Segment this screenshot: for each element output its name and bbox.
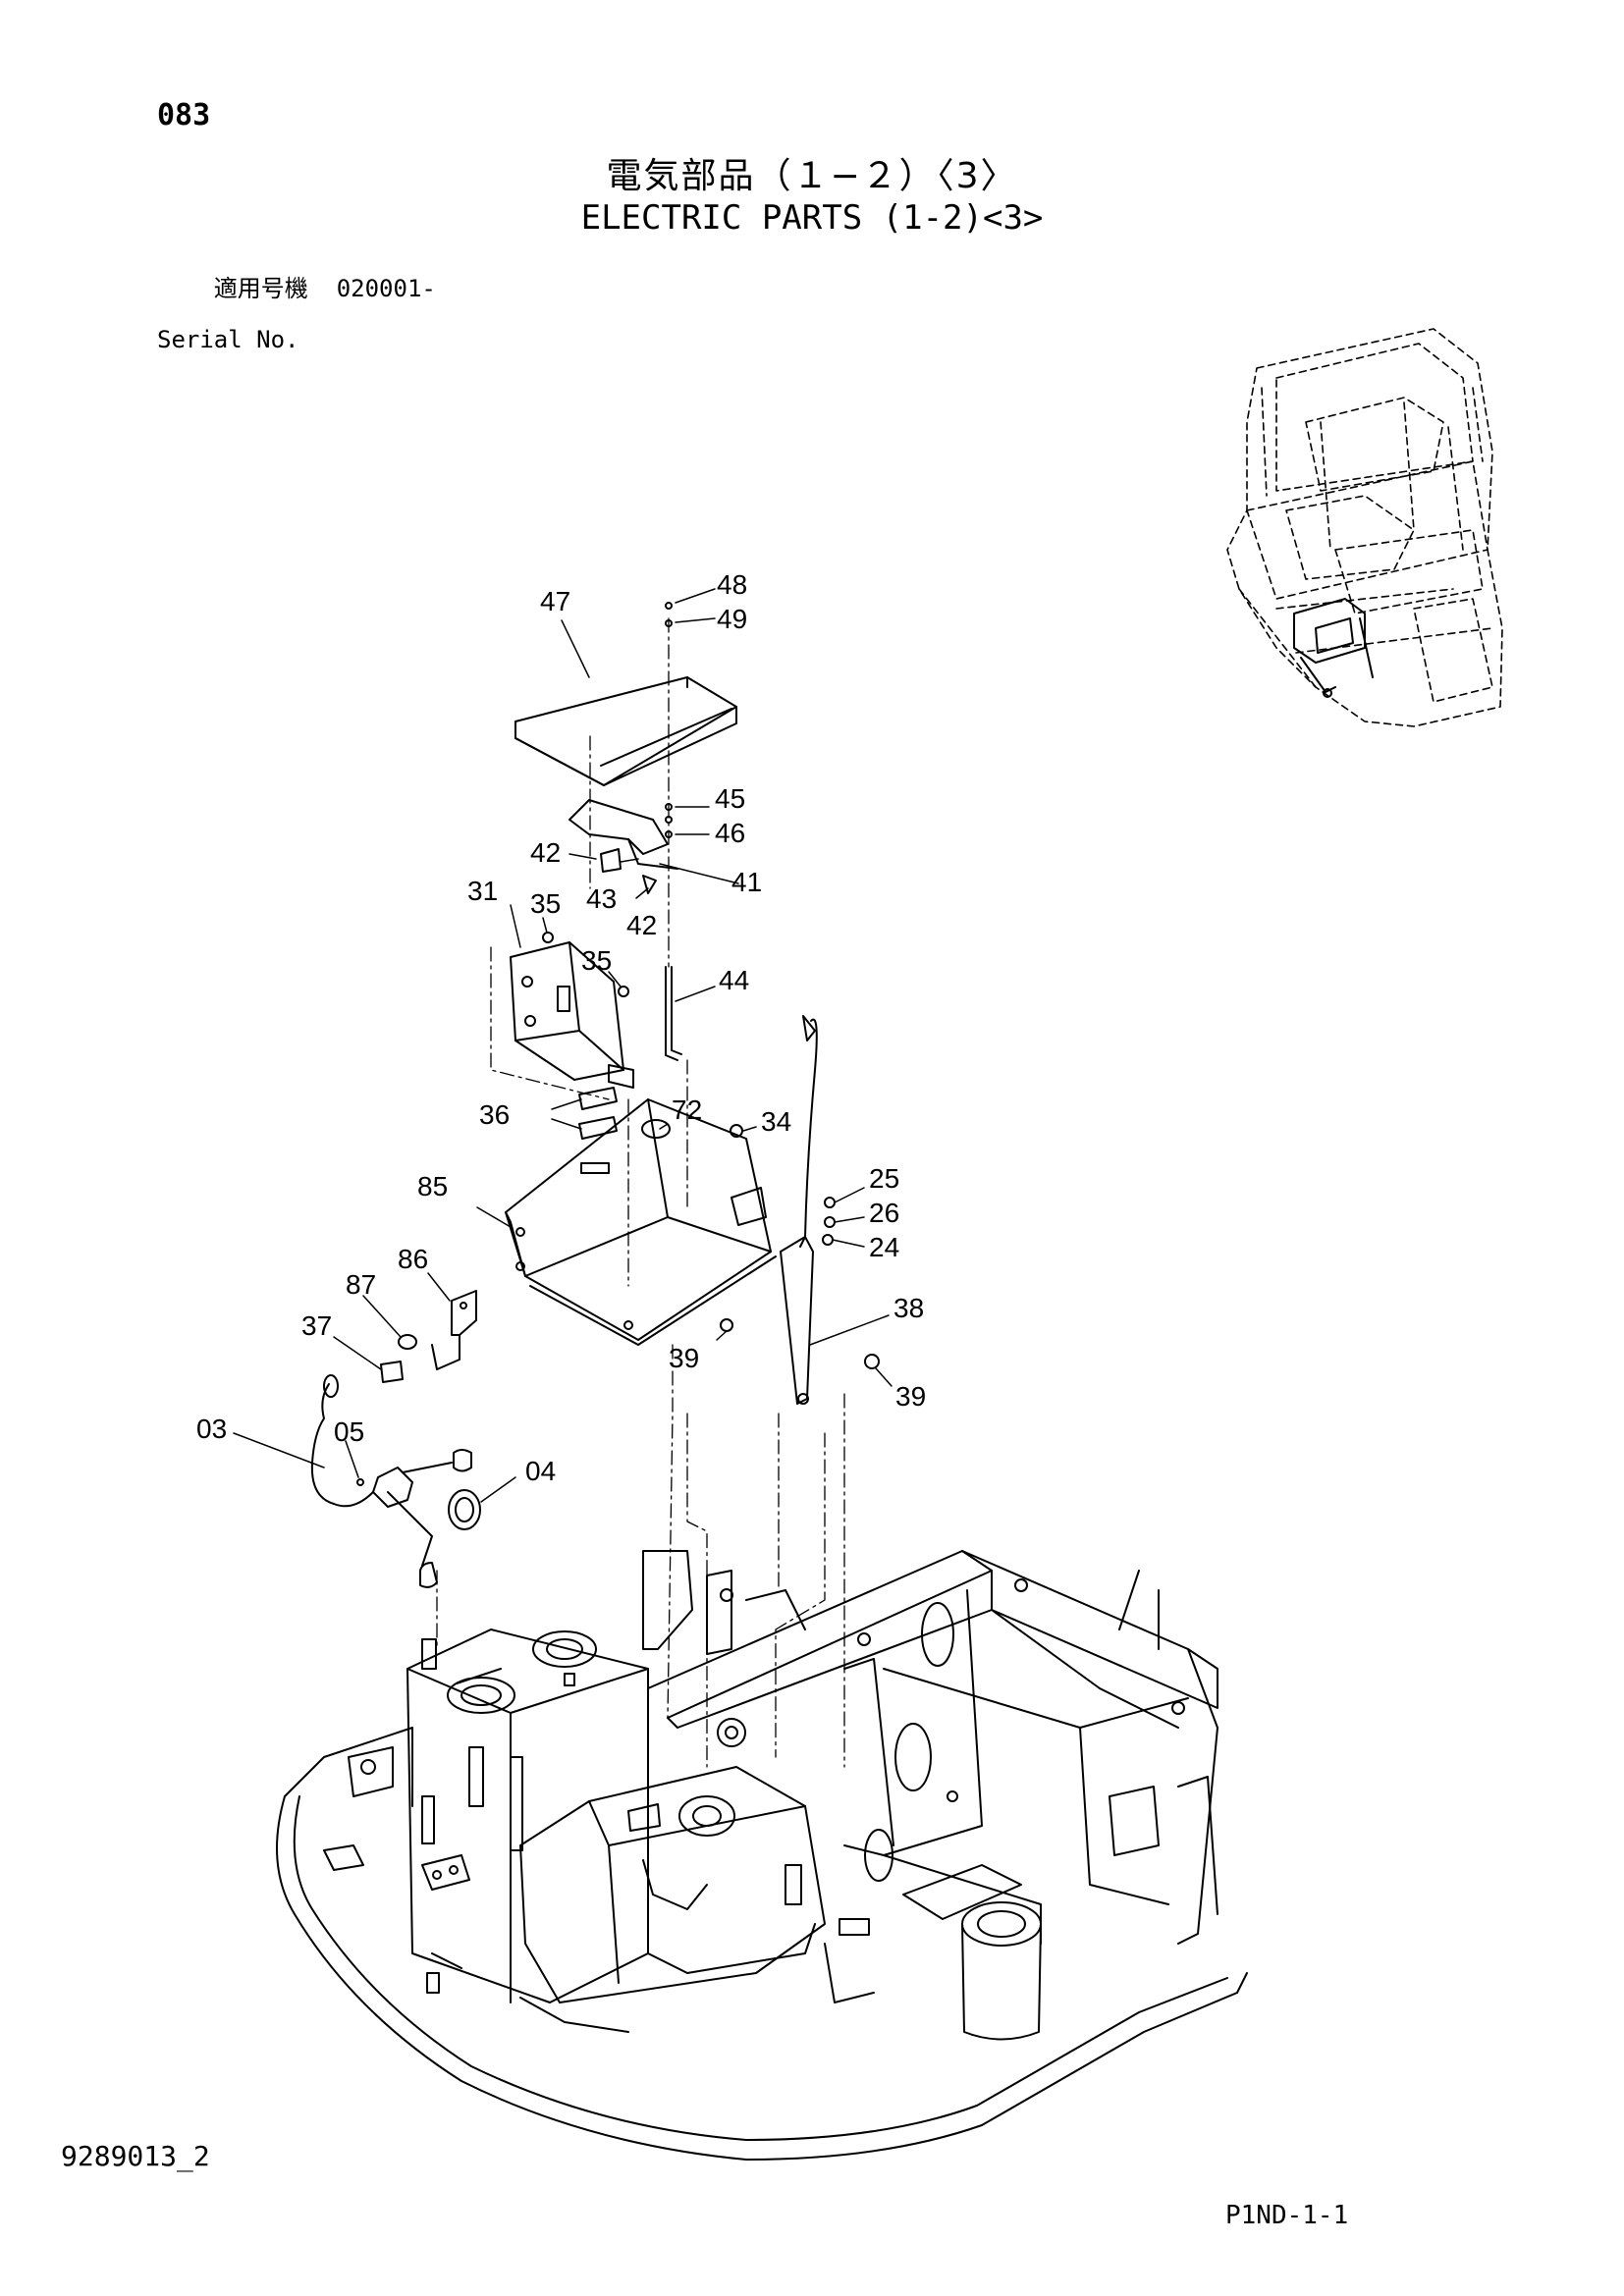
- callout-31: 31: [467, 876, 498, 906]
- callout-72: 72: [672, 1095, 702, 1125]
- callout-48: 48: [717, 569, 747, 600]
- assembly-centerlines: [436, 617, 845, 1768]
- callout-42-upper: 42: [530, 837, 561, 868]
- callout-46: 46: [715, 818, 745, 848]
- part-38-cable: [780, 1015, 818, 1405]
- title-japanese: 電気部品（１−２）〈3〉: [606, 156, 1018, 196]
- callout-85: 85: [417, 1171, 448, 1201]
- callout-labels: 48 49 47 45 46 42 43 41 42 31 35 35 44 7…: [196, 569, 926, 1486]
- callout-03: 03: [196, 1414, 227, 1444]
- callout-39-left: 39: [669, 1343, 699, 1373]
- machine-upper-frame: [276, 1550, 1248, 2161]
- callout-05: 05: [334, 1416, 364, 1447]
- callout-39-right: 39: [895, 1381, 926, 1412]
- part-44-rod: [665, 966, 682, 1061]
- part-86-bracket: [431, 1290, 477, 1370]
- part-87-nut: [398, 1334, 417, 1350]
- serial-row: 適用号機 020001-: [157, 250, 436, 327]
- part-37-block: [380, 1361, 404, 1383]
- machine-location-inset: [1226, 328, 1503, 727]
- callout-47: 47: [540, 586, 570, 616]
- title-english: ELECTRIC PARTS (1-2)<3>: [580, 198, 1044, 238]
- callout-49: 49: [717, 604, 747, 634]
- part-36-pads: [578, 1087, 618, 1140]
- callout-38: 38: [893, 1293, 924, 1323]
- serial-number-block: 適用号機 020001- Serial No.: [157, 250, 436, 352]
- callout-24: 24: [869, 1232, 899, 1262]
- callout-86: 86: [398, 1244, 428, 1274]
- part-31-bracket: [510, 941, 634, 1089]
- document-id: 9289013_2: [61, 2140, 210, 2172]
- callout-87: 87: [346, 1269, 376, 1300]
- part-85-tray: [505, 1098, 777, 1346]
- callout-25: 25: [869, 1163, 899, 1194]
- callout-leaders: [233, 588, 893, 1503]
- serial-label-jp: 適用号機: [213, 275, 308, 302]
- page-code: P1ND-1-1: [1225, 2201, 1349, 2230]
- parts-24-26-nuts: [822, 1197, 836, 1246]
- serial-label-en: Serial No.: [157, 326, 299, 353]
- callout-35-upper: 35: [530, 888, 561, 919]
- callout-42-lower: 42: [626, 910, 657, 940]
- part-05-washer: [356, 1478, 364, 1486]
- serial-value: 020001-: [336, 275, 436, 302]
- callout-44: 44: [719, 965, 749, 995]
- callout-41: 41: [731, 867, 762, 897]
- callout-36: 36: [479, 1099, 510, 1130]
- inset-highlighted-part: [1293, 598, 1374, 698]
- callout-34: 34: [761, 1106, 791, 1137]
- callout-04: 04: [525, 1456, 556, 1486]
- callout-43: 43: [586, 883, 617, 914]
- callout-37: 37: [301, 1310, 332, 1341]
- part-47-cover: [514, 676, 737, 786]
- part-04-nut: [448, 1489, 481, 1530]
- part-41-bracket: [568, 799, 678, 894]
- callout-26: 26: [869, 1198, 899, 1228]
- page-number: 083: [157, 98, 211, 133]
- part-03-harness: [310, 1374, 472, 1588]
- part-35-bolts: [542, 932, 629, 997]
- callout-45: 45: [715, 783, 745, 814]
- callout-35-lower: 35: [581, 945, 612, 976]
